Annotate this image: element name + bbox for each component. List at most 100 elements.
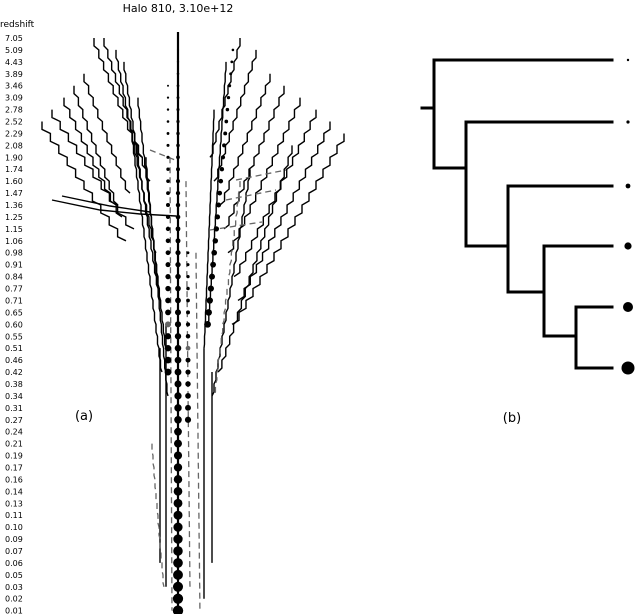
progenitor-node (185, 357, 191, 363)
progenitor-branch (131, 133, 163, 373)
main-progenitor-node (173, 463, 183, 472)
redshift-tick: 3.89 (5, 70, 23, 79)
progenitor-branch (213, 49, 257, 182)
progenitor-branch (203, 109, 215, 349)
redshift-tick: 0.42 (5, 368, 23, 377)
main-progenitor-node (173, 451, 183, 460)
progenitor-node (212, 238, 219, 244)
progenitor-node (213, 226, 220, 232)
main-progenitor-node (176, 60, 180, 64)
main-progenitor-node (173, 498, 183, 508)
redshift-tick: 2.78 (5, 106, 23, 115)
satellite-branch (169, 157, 173, 611)
main-progenitor-node (175, 202, 181, 208)
progenitor-node (184, 416, 192, 423)
dendrogram-leaf-node (624, 242, 632, 250)
redshift-tick: 0.38 (5, 380, 23, 389)
progenitor-node (185, 393, 191, 399)
redshift-axis-label: redshift (0, 20, 35, 30)
progenitor-node (207, 285, 214, 292)
redshift-tick: 0.34 (5, 392, 23, 401)
progenitor-node (186, 263, 190, 267)
progenitor-node (166, 108, 170, 111)
progenitor-node (185, 345, 191, 351)
main-progenitor-node (174, 415, 182, 424)
redshift-tick: 0.17 (5, 463, 23, 472)
main-progenitor-node (175, 262, 181, 268)
redshift-tick: 7.05 (5, 34, 23, 43)
progenitor-branch (41, 121, 127, 242)
progenitor-branch (51, 199, 177, 217)
progenitor-branch (123, 61, 161, 301)
progenitor-node (166, 179, 170, 183)
redshift-tick: 0.60 (5, 320, 23, 329)
progenitor-node (166, 203, 170, 208)
progenitor-node (165, 297, 171, 304)
redshift-tick: 4.43 (5, 58, 23, 67)
progenitor-node (210, 261, 217, 268)
progenitor-node (164, 356, 172, 364)
main-progenitor-node (174, 356, 182, 364)
progenitor-node (186, 310, 190, 315)
progenitor-node (165, 250, 171, 256)
progenitor-node (225, 107, 230, 112)
main-progenitor-node (175, 226, 181, 232)
progenitor-branch (83, 73, 131, 194)
progenitor-node (230, 60, 234, 64)
progenitor-branch (219, 73, 271, 206)
progenitor-node (186, 298, 190, 303)
satellite-branch (213, 181, 241, 397)
redshift-tick: 0.06 (5, 559, 23, 568)
progenitor-branch (73, 85, 119, 206)
main-progenitor-node (175, 285, 181, 292)
redshift-tick: 0.55 (5, 332, 23, 341)
satellite-branch (149, 149, 287, 231)
main-progenitor-node (173, 522, 183, 532)
redshift-tick: 0.91 (5, 261, 23, 270)
main-progenitor-node (172, 593, 184, 604)
redshift-tick: 1.47 (5, 189, 23, 198)
progenitor-node (185, 381, 191, 387)
panel-a-label: (a) (75, 409, 93, 424)
main-progenitor-node (176, 84, 180, 88)
progenitor-branches (41, 38, 345, 599)
redshift-tick: 3.46 (5, 82, 23, 91)
progenitor-node (186, 274, 190, 279)
progenitor-node (165, 226, 171, 232)
redshift-tick: 0.19 (5, 452, 23, 461)
progenitor-node (219, 167, 225, 172)
progenitor-node (220, 155, 226, 160)
progenitor-node (224, 119, 229, 124)
dendrogram-leaf-node (626, 58, 630, 62)
merger-tree-panel-a (41, 32, 345, 614)
progenitor-node (211, 249, 218, 256)
dendrogram-leaf-node (621, 361, 635, 375)
redshift-tick: 0.02 (5, 595, 23, 604)
progenitor-node (222, 143, 227, 148)
progenitor-node (204, 320, 211, 328)
main-progenitor-node (176, 119, 180, 124)
main-progenitor-node (173, 475, 183, 484)
main-progenitor-node (175, 179, 181, 184)
redshift-tick: 0.21 (5, 440, 23, 449)
progenitor-branch (209, 38, 241, 158)
figure-title: Halo 810, 3.10e+12 (123, 2, 234, 15)
dendrogram-panel-b (420, 58, 635, 375)
progenitor-node (166, 167, 170, 171)
redshift-tick: 0.03 (5, 583, 23, 592)
redshift-tick: 0.05 (5, 571, 23, 580)
redshift-tick: 0.01 (5, 607, 23, 614)
progenitor-node (164, 368, 172, 376)
redshift-tick: 0.46 (5, 356, 23, 365)
redshift-tick: 1.60 (5, 177, 23, 186)
progenitor-node (185, 322, 191, 327)
progenitor-node (165, 274, 171, 280)
main-progenitor-node (174, 392, 182, 400)
main-progenitor-node (173, 510, 183, 520)
redshift-tick: 0.65 (5, 308, 23, 317)
progenitor-node (166, 132, 170, 135)
progenitor-node (226, 96, 231, 100)
redshift-tick: 0.10 (5, 523, 23, 532)
main-progenitor-node (176, 72, 180, 76)
progenitor-node (209, 273, 215, 280)
